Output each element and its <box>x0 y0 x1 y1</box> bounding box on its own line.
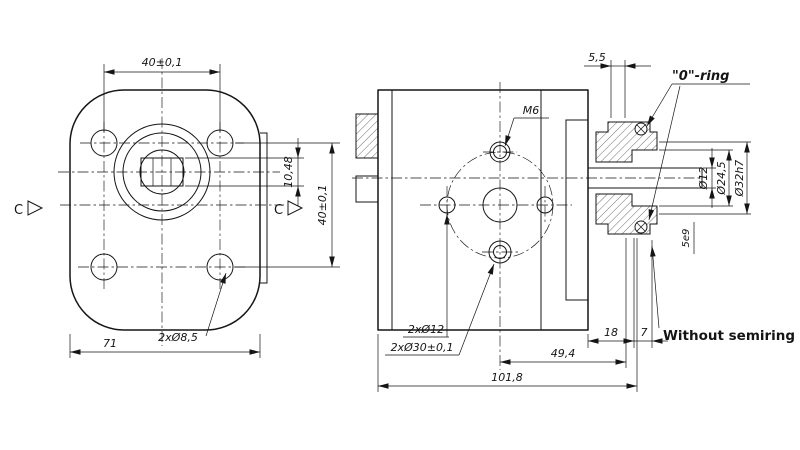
pump-body-outline <box>377 89 589 331</box>
leader-line <box>650 245 660 329</box>
dim-overall-length: 101,8 <box>491 371 523 384</box>
cover-section-upper <box>595 121 658 163</box>
dim-seal-bore-diameter: Ø32h7 <box>733 160 746 198</box>
extension-lines <box>659 141 751 254</box>
section-label-left: C <box>14 203 23 218</box>
dim-hole-spacing-vertical: 40±0,1 <box>316 185 329 226</box>
shaft-end <box>588 167 703 189</box>
front-view: 40±0,1 71 2xØ8,5 10,48 40±0,1 C C <box>14 56 340 358</box>
dim-flange-width: 71 <box>103 337 117 350</box>
leader-line <box>648 85 681 221</box>
section-label-right: C <box>274 203 283 218</box>
dim-oring-lip: 5,5 <box>588 51 606 64</box>
dim-shaft-end: 49,4 <box>551 347 576 360</box>
dim-hole-spacing-horizontal: 40±0,1 <box>142 56 183 69</box>
side-view: 5,5 M6 2xØ12 2xØ30±0,1 18 7 49,4 101,8 <box>352 51 700 392</box>
label-gear-bores: 2xØ30±0,1 <box>391 341 454 354</box>
body-projection-outline <box>260 132 268 284</box>
label-oring: "0"-ring <box>672 69 729 84</box>
dim-groove-width: 5e9 <box>681 229 692 248</box>
dim-groove-diameter: Ø24,5 <box>715 161 728 195</box>
dim-cover-width: 18 <box>604 326 618 339</box>
cover-section-lower <box>595 193 658 235</box>
centerlines <box>58 58 284 346</box>
centerlines <box>352 82 700 370</box>
dim-shaft-diameter: Ø12 <box>697 167 710 191</box>
flange-outline <box>69 89 261 331</box>
detail-view: "0"-ring Ø12 Ø24,5 Ø32h7 5e9 Without sem… <box>588 69 795 344</box>
extension-lines <box>69 64 340 358</box>
section-arrow-right <box>287 200 304 216</box>
section-arrow-left <box>27 200 44 216</box>
leader-line <box>458 263 495 356</box>
leader-line <box>646 83 673 127</box>
dim-key-height: 10,48 <box>282 156 295 188</box>
label-ports: 2xØ12 <box>408 323 444 336</box>
note-without-semiring: Without semiring <box>663 328 795 344</box>
flange-lug-section <box>355 113 379 159</box>
label-thread-m6: M6 <box>523 104 540 117</box>
leader-line <box>504 117 515 147</box>
flange-lug-lower <box>355 175 379 203</box>
bolt-pattern <box>438 141 554 264</box>
leader-line <box>205 272 227 337</box>
label-mount-holes: 2xØ8,5 <box>158 331 198 344</box>
oring-cross-section <box>634 122 648 234</box>
body-internal-lines <box>391 90 588 330</box>
leader-shelves <box>385 117 549 356</box>
dim-semiring-width: 7 <box>641 326 648 339</box>
